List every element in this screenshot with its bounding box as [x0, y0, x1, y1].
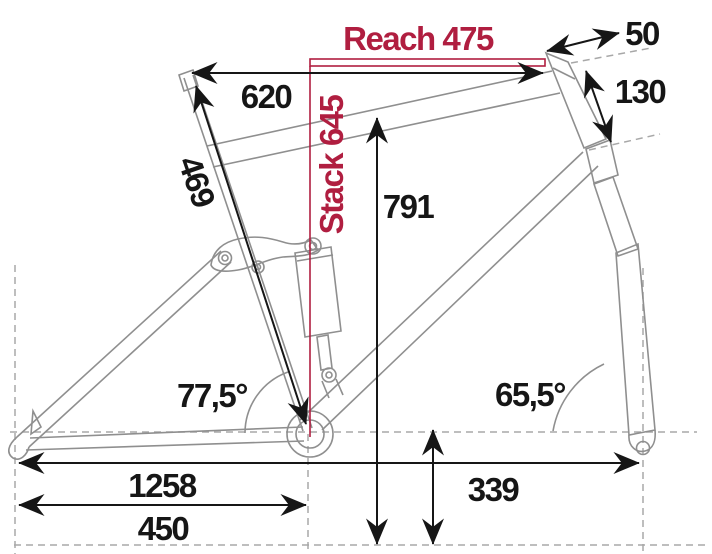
down-tube-upper-edge: [299, 151, 584, 421]
rear-dropout-hook: [8, 436, 30, 460]
dropout-gusset: [30, 408, 43, 436]
rocker-pivot-left: [217, 250, 233, 266]
dimension-arrows: [18, 28, 640, 545]
head-tube-label: 130: [615, 73, 666, 110]
chainstay-upper-edge: [29, 426, 304, 439]
head-angle-arc: [552, 363, 605, 432]
fork-crown: [585, 138, 619, 185]
front-axle-circle: [635, 440, 651, 456]
reach-label: Reach 475: [343, 20, 494, 57]
seat-tube-right-edge: [192, 74, 313, 429]
seat-angle-label: 77,5°: [177, 377, 247, 414]
fork-offset-label: 50: [625, 15, 659, 52]
headtube-top-dashed-line: [570, 47, 652, 64]
reach-bracket: [309, 58, 546, 67]
stack-label: Stack 645: [313, 94, 350, 234]
rocker-pivot-left-hole: [221, 254, 229, 262]
wheelbase-label: 1258: [128, 467, 197, 504]
top-tube-label: 620: [241, 78, 292, 115]
reference-lines: [10, 47, 706, 554]
seat-tube-label: 469: [171, 151, 223, 212]
shock-shaft: [316, 334, 333, 371]
fork-stanchion: [592, 175, 640, 258]
fork-offset-arrow: [546, 28, 620, 56]
seatstay-lower-edge: [28, 261, 232, 448]
fork-dropout-cap: [628, 429, 656, 453]
shock-clevis-left: [321, 380, 330, 399]
bb-height-label: 339: [468, 471, 520, 508]
head-tube-arrow: [584, 70, 613, 143]
headtube-bottom-dashed-line: [588, 133, 661, 151]
head-angle-label: 65,5°: [495, 376, 565, 413]
chainstay-lower-edge: [25, 440, 305, 451]
seatstay-upper-edge: [16, 250, 222, 438]
fork-lower-leg: [615, 242, 656, 436]
shock-bottom-eye-hole: [325, 371, 333, 379]
seat-tube-arrow: [193, 85, 309, 425]
shock-bottom-eye: [321, 367, 337, 383]
headset-line: [552, 67, 576, 80]
standover-label: 791: [383, 188, 435, 225]
chainstay-label: 450: [138, 510, 189, 547]
shock-clevis-right: [335, 378, 344, 396]
seat-angle-arc: [244, 371, 289, 434]
